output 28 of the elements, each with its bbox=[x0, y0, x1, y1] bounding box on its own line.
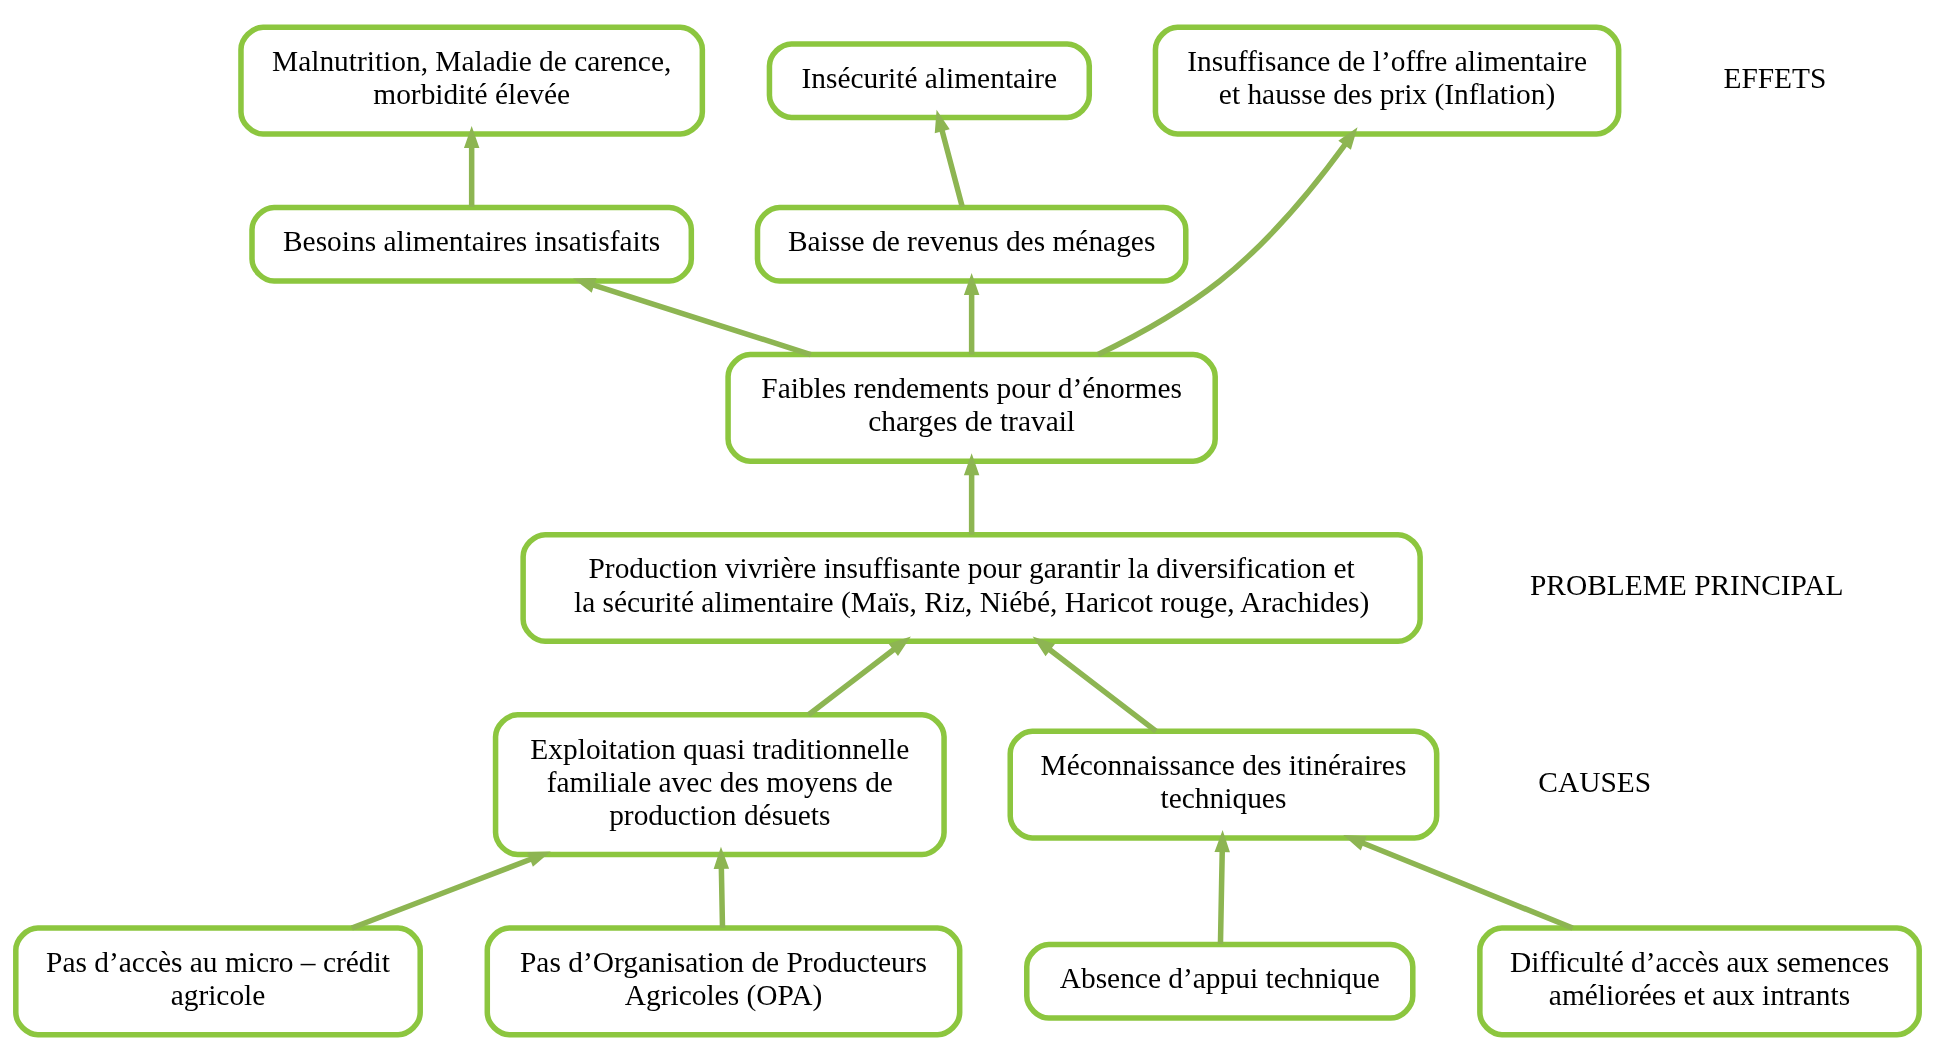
node-box: Besoins alimentaires insatisfaits bbox=[249, 204, 695, 284]
arrow bbox=[1032, 636, 1158, 734]
arrow bbox=[1214, 830, 1230, 945]
node-box: Production vivrière insuffisante pour garantir la diversification et la sécurité alimentaire (Maïs, Riz, Niébé, Haricot rouge, Arachides) bbox=[520, 531, 1423, 645]
arrow bbox=[350, 851, 551, 931]
arrow bbox=[806, 636, 911, 717]
arrow bbox=[1343, 835, 1574, 931]
node-box: Baisse de revenus des ménages bbox=[754, 204, 1189, 284]
arrow bbox=[573, 277, 812, 358]
node-box: Pas d’Organisation de Producteurs Agricoles (OPA) bbox=[484, 925, 963, 1038]
arrow bbox=[934, 109, 965, 208]
node-box: Malnutrition, Maladie de carence, morbidité élevée bbox=[238, 24, 706, 137]
arrow bbox=[963, 272, 980, 355]
label: PROBLEME PRINCIPAL bbox=[1529, 568, 1844, 601]
node-box: Faibles rendements pour d’énormes charges de travail bbox=[725, 351, 1218, 464]
arrow bbox=[963, 453, 980, 535]
node-box: Pas d’accès au micro – crédit agricole bbox=[13, 925, 423, 1038]
node-box: Difficulté d’accès aux semences améliorées et aux intrants bbox=[1477, 925, 1922, 1038]
label: CAUSES bbox=[1538, 765, 1652, 798]
label: EFFETS bbox=[1723, 61, 1827, 94]
node-box: Absence d’appui technique bbox=[1024, 941, 1416, 1021]
arrow bbox=[1096, 127, 1358, 357]
node-box: Insuffisance de l’offre alimentaire et hausse des prix (Inflation) bbox=[1152, 24, 1622, 137]
arrow bbox=[463, 125, 480, 207]
node-box: Insécurité alimentaire bbox=[766, 41, 1093, 121]
node-box: Méconnaissance des itinéraires techniques bbox=[1007, 728, 1440, 841]
arrow bbox=[713, 846, 730, 928]
node-box: Exploitation quasi traditionnelle familiale avec des moyens de production désuets bbox=[492, 712, 947, 858]
